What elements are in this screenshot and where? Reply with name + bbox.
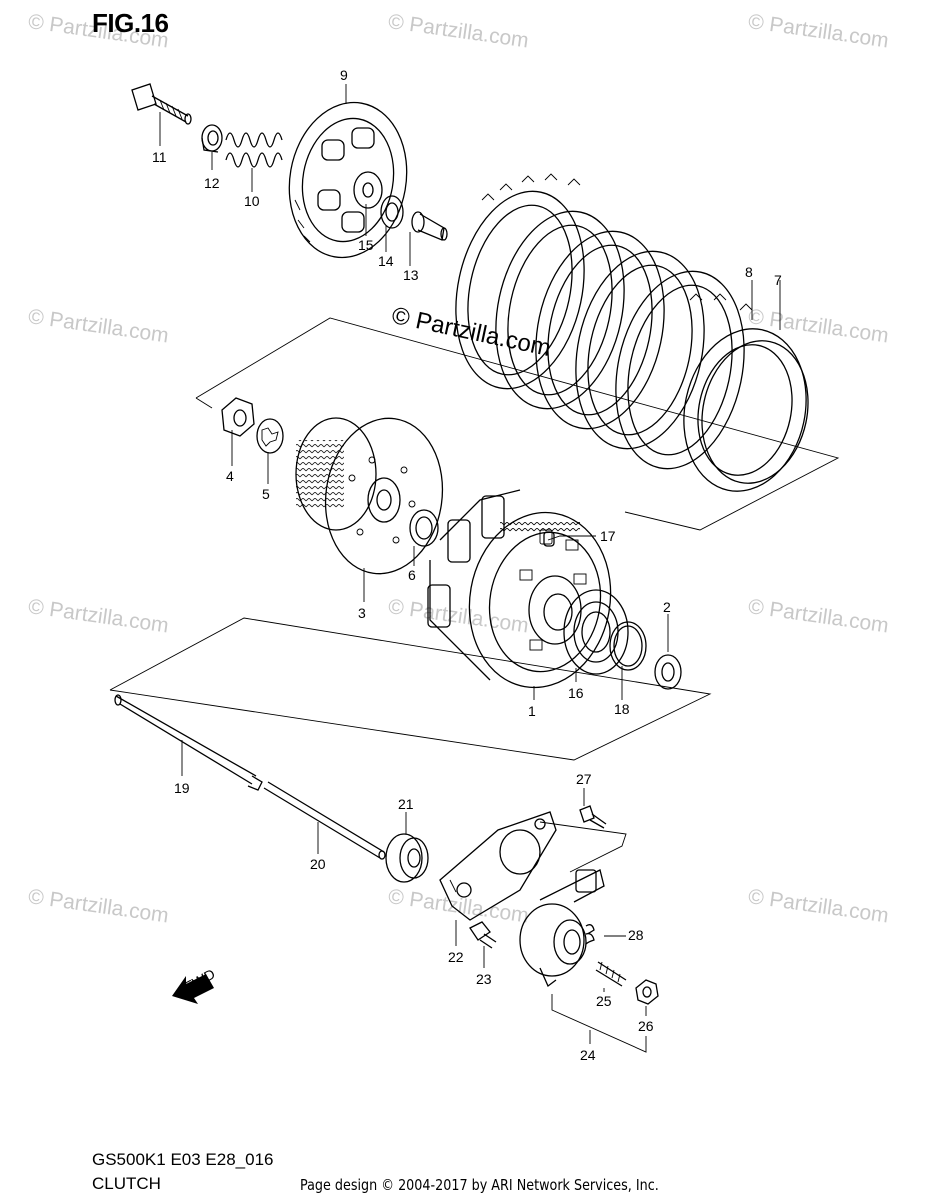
bolt-part[interactable] (469, 921, 497, 949)
callout-23: 23 (476, 971, 492, 987)
callout-11: 11 (152, 149, 167, 165)
callout-26: 26 (638, 1018, 654, 1034)
clutch-plate-stack[interactable] (439, 173, 821, 503)
figure-title: FIG.16 (92, 8, 169, 38)
callout-7: 7 (774, 272, 782, 288)
push-rod-part[interactable] (114, 694, 263, 791)
callout-14: 14 (378, 253, 394, 269)
callout-9: 9 (340, 67, 348, 83)
callout-5: 5 (262, 486, 270, 502)
callout-22: 22 (448, 949, 464, 965)
circlip-part[interactable] (609, 621, 647, 671)
lock-washer-part[interactable] (256, 418, 284, 454)
release-cylinder-part[interactable] (519, 869, 605, 988)
oil-seal-part[interactable] (385, 833, 429, 883)
assembly-outline (195, 317, 840, 531)
bolt-part[interactable] (131, 83, 192, 125)
callout-15: 15 (358, 237, 374, 253)
diagram-caption: CLUTCH (92, 1174, 161, 1193)
spring-part[interactable] (225, 132, 283, 168)
callout-13: 13 (403, 267, 419, 283)
nut-part[interactable] (221, 397, 255, 437)
callout-17: 17 (600, 528, 616, 544)
callout-10: 10 (244, 193, 260, 209)
washer-part[interactable] (654, 654, 682, 690)
pin-part[interactable] (543, 531, 555, 547)
callout-8: 8 (745, 264, 753, 280)
leader-lines (159, 84, 781, 1053)
callout-18: 18 (614, 701, 630, 717)
assembly-outline (449, 821, 627, 893)
callout-12: 12 (204, 175, 220, 191)
callout-20: 20 (310, 856, 326, 872)
gasket-part[interactable] (439, 811, 557, 921)
forward-arrow-icon: FWD (172, 966, 218, 1004)
callout-4: 4 (226, 468, 234, 484)
pressure-plate-part[interactable] (277, 93, 418, 267)
callout-28: 28 (628, 927, 644, 943)
washer-part[interactable] (201, 124, 223, 153)
callout-6: 6 (408, 567, 416, 583)
assembly-outline (109, 617, 712, 761)
callout-1: 1 (528, 703, 536, 719)
callout-27: 27 (576, 771, 592, 787)
callout-16: 16 (568, 685, 584, 701)
push-piece-part[interactable] (411, 211, 448, 241)
clutch-housing-part[interactable] (427, 489, 624, 699)
callout-19: 19 (174, 780, 190, 796)
page-footer: Page design © 2004-2017 by ARI Network S… (300, 1176, 659, 1194)
callout-labels: 9 11 12 10 15 14 13 8 7 4 5 17 6 2 3 16 … (152, 67, 782, 1063)
callout-24: 24 (580, 1047, 596, 1063)
bearing-part[interactable] (380, 195, 404, 229)
thrust-washer-part[interactable] (409, 509, 439, 547)
callout-25: 25 (596, 993, 612, 1009)
screw-part[interactable] (579, 805, 607, 829)
nut-part[interactable] (635, 979, 659, 1005)
return-spring-part[interactable] (585, 924, 595, 945)
callout-3: 3 (358, 605, 366, 621)
adjusting-screw-part[interactable] (595, 961, 627, 987)
push-rod-part[interactable] (263, 781, 386, 860)
callout-2: 2 (663, 599, 671, 615)
diagram-code: GS500K1 E03 E28_016 (92, 1150, 274, 1169)
callout-21: 21 (398, 796, 414, 812)
assembly-outline (195, 397, 213, 409)
clutch-hub-part[interactable] (295, 411, 452, 582)
